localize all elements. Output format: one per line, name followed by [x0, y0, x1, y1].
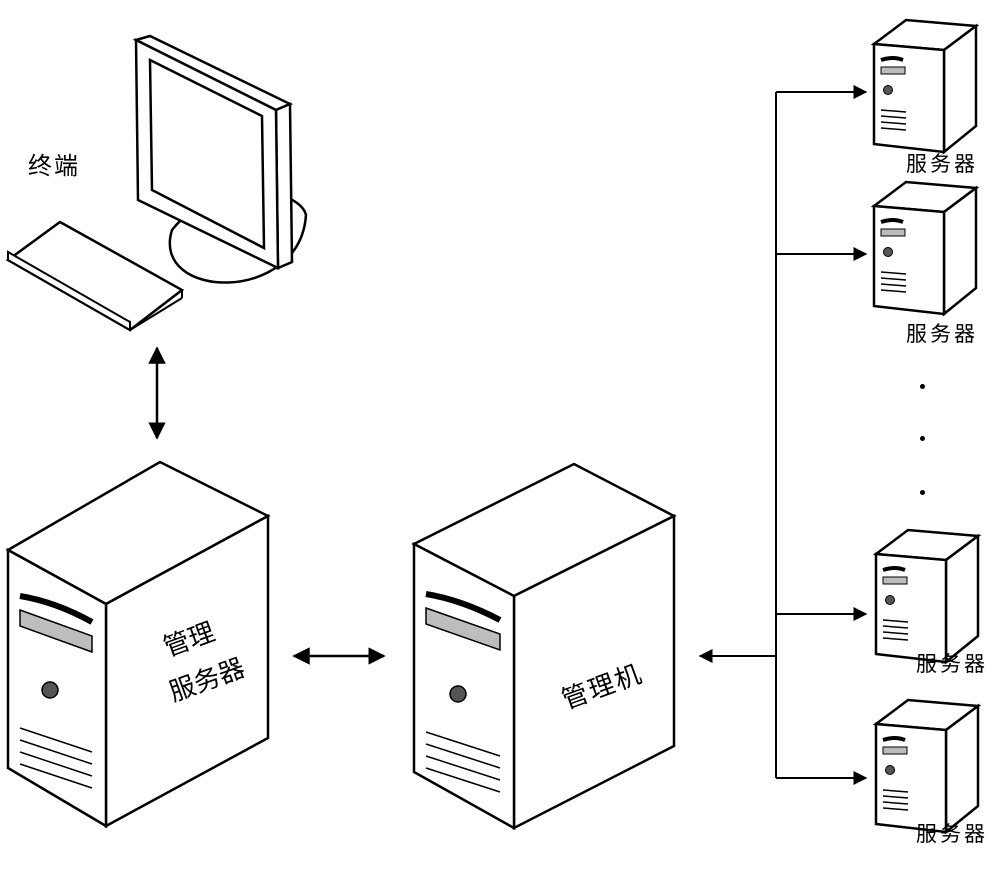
server-label-4: 服务器 — [916, 822, 988, 846]
server-label-2: 服务器 — [906, 322, 978, 346]
management-server-icon — [5, 460, 271, 829]
server-icon-2 — [872, 180, 978, 316]
terminal-label: 终端 — [28, 152, 80, 180]
server-icon-1 — [872, 18, 978, 154]
server-label-3: 服务器 — [916, 652, 988, 676]
server-icon-3 — [874, 528, 980, 664]
ellipsis-dot-2 — [920, 436, 925, 441]
management-machine-icon — [411, 462, 677, 831]
terminal-icon — [5, 34, 308, 332]
server-bus — [698, 85, 868, 785]
server-label-1: 服务器 — [906, 152, 978, 176]
ellipsis-dot-1 — [920, 384, 925, 389]
ellipsis-dot-3 — [920, 490, 925, 495]
server-icon-4 — [874, 698, 980, 834]
